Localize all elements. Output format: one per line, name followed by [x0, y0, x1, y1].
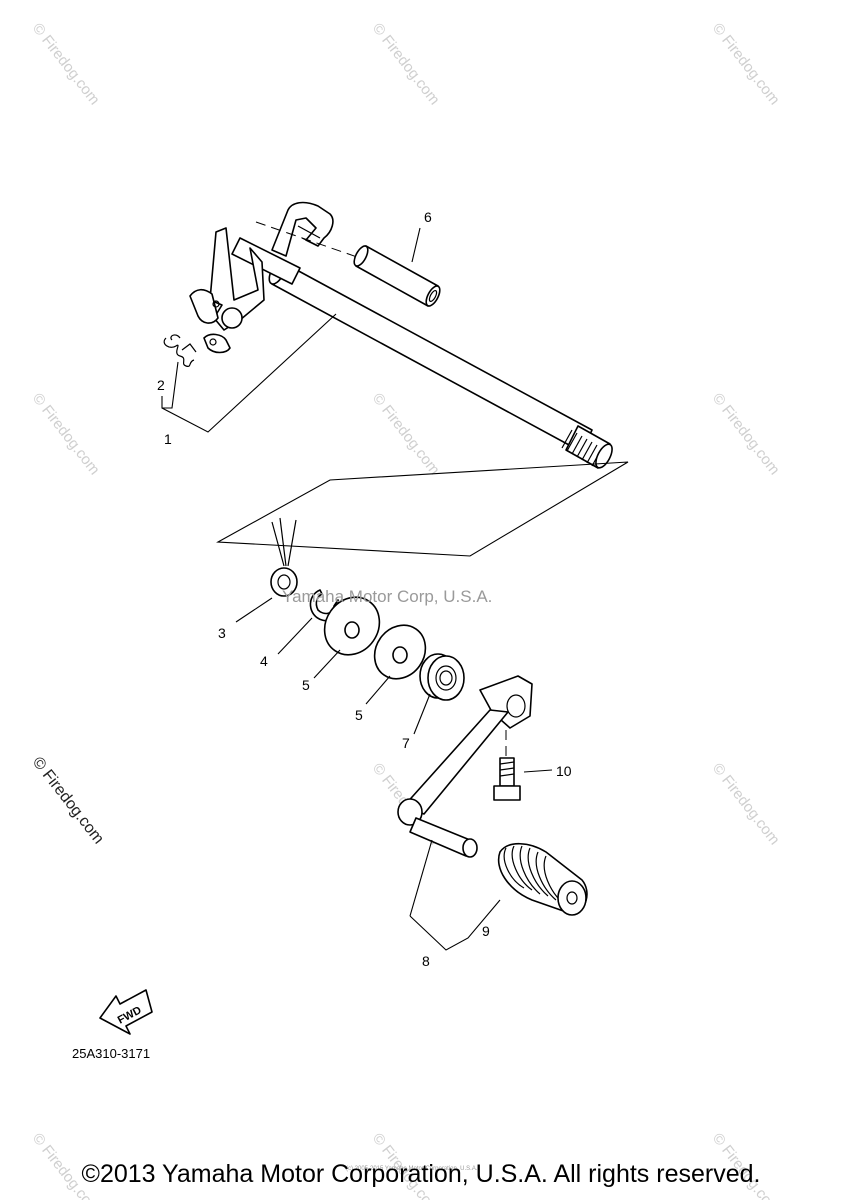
watermark-group: © Firedog.com © Firedog.com © Firedog.co… [29, 20, 783, 1200]
part-5-washer-b [373, 624, 427, 680]
callout-2: 2 [157, 377, 165, 393]
watermark-side: © Firedog.com [29, 754, 107, 847]
part-2-spring [163, 334, 197, 367]
callout-4: 4 [260, 653, 268, 669]
part-5-washer-a [323, 596, 381, 656]
part-3-clip [270, 517, 298, 597]
callout-1: 1 [164, 431, 172, 447]
callout-7: 7 [402, 735, 410, 751]
watermark: © Firedog.com [709, 20, 783, 108]
tiny-notice: (c) 2005-2015 Yamaha Motor Corporation, … [346, 1166, 478, 1172]
watermark: © Firedog.com [369, 20, 443, 108]
copyright-notice: ©2013 Yamaha Motor Corporation, U.S.A. A… [81, 1160, 761, 1188]
part-7-oil-seal [419, 653, 465, 701]
part-10-bolt [493, 757, 521, 801]
watermark: © Firedog.com [29, 390, 103, 478]
callout-3: 3 [218, 625, 226, 641]
part-1-shift-shaft [189, 201, 613, 469]
callout-6: 6 [424, 209, 432, 225]
callout-9: 9 [482, 923, 490, 939]
watermark: © Firedog.com [709, 760, 783, 848]
diagram-code: 25A310-3171 [72, 1046, 150, 1061]
fwd-arrow: FWD [99, 989, 153, 1035]
watermark: © Firedog.com [709, 390, 783, 478]
watermark: © Firedog.com [369, 390, 443, 478]
callout-10: 10 [556, 763, 572, 779]
callout-5b: 5 [355, 707, 363, 723]
callout-8: 8 [422, 953, 430, 969]
callouts: 1 2 3 4 5 5 6 7 8 9 10 [157, 209, 572, 969]
part-9-rubber [497, 842, 588, 916]
center-watermark: Yamaha Motor Corp, U.S.A. [282, 587, 492, 606]
part-6-collar [353, 245, 441, 307]
part-8-shift-pedal [397, 675, 533, 858]
watermark: © Firedog.com [29, 20, 103, 108]
assembly-lines [161, 227, 629, 951]
callout-5a: 5 [302, 677, 310, 693]
